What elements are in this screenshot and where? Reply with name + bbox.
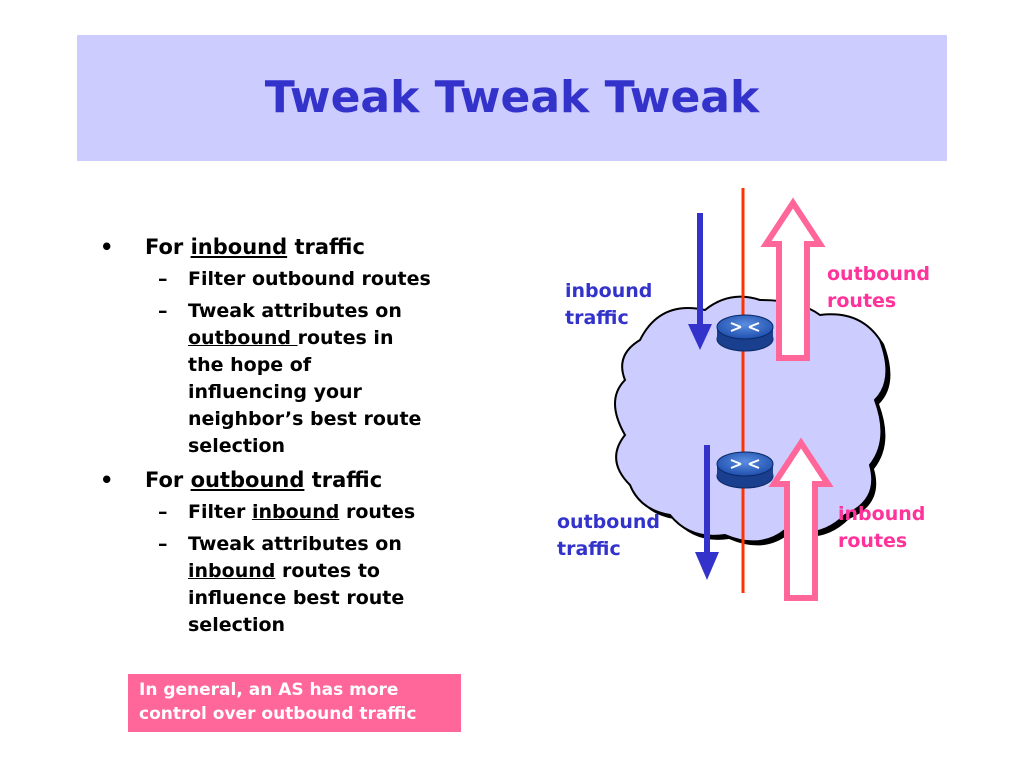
note-box: In general, an AS has more control over … [128, 674, 461, 732]
sub-bullet-emphasis: inbound [188, 560, 276, 582]
bullet-outbound-traffic: For outbound traffic [100, 465, 480, 495]
bullet-text: traffic [287, 235, 365, 259]
sub-bullet: Tweak attributes on outbound routes in t… [100, 298, 480, 460]
sub-bullet-line: neighbor’s best route [188, 408, 422, 430]
sub-bullet-text: routes [339, 501, 416, 523]
inbound-traffic-arrow [688, 213, 712, 350]
label-line: outbound [827, 263, 930, 285]
sub-bullet: Filter outbound routes [100, 266, 480, 293]
title-band: Tweak Tweak Tweak [77, 35, 947, 161]
sub-bullet-line: the hope of [188, 354, 312, 376]
router-icon [716, 314, 774, 352]
label-line: traffic [557, 538, 621, 560]
sub-bullet-line: inbound routes to [188, 558, 480, 585]
bullet-text: For [145, 235, 191, 259]
router-icon [716, 451, 774, 489]
bullet-text: traffic [304, 468, 383, 492]
inbound-routes-label: inbound routes [838, 501, 925, 555]
sub-bullet-line: selection [188, 435, 286, 457]
label-line: inbound [565, 280, 653, 302]
sub-bullet-line: influence best route [188, 587, 405, 609]
label-line: routes [827, 290, 897, 312]
sub-bullet-emphasis: inbound [251, 501, 340, 523]
sub-bullet-text: routes in [297, 327, 394, 349]
bullet-list: For inbound traffic Filter outbound rout… [100, 232, 480, 644]
label-line: traffic [565, 307, 629, 329]
outbound-traffic-label: outbound traffic [557, 509, 660, 563]
outbound-traffic-arrow [695, 445, 719, 580]
sub-bullet-line: influencing your [188, 381, 362, 403]
bullet-inbound-traffic: For inbound traffic [100, 232, 480, 262]
sub-bullet-line: selection [188, 614, 286, 636]
note-line: control over outbound traffic [139, 704, 417, 724]
label-line: routes [838, 530, 908, 552]
sub-bullet-text: routes to [275, 560, 380, 582]
bullet-text: For [145, 468, 191, 492]
label-line: outbound [557, 511, 660, 533]
sub-bullet: Tweak attributes on inbound routes to in… [100, 531, 480, 639]
sub-bullet-line: Tweak attributes on [188, 300, 402, 322]
label-line: inbound [838, 503, 926, 525]
sub-bullet-text: Filter [188, 501, 252, 523]
sub-bullet-emphasis: outbound [188, 327, 298, 349]
bullet-emphasis: outbound [190, 468, 305, 492]
sub-bullet: Filter inbound routes [100, 499, 480, 526]
sub-bullet-line: Tweak attributes on [188, 533, 402, 555]
outbound-routes-label: outbound routes [827, 261, 930, 315]
outbound-routes-arrow [760, 197, 826, 361]
note-line: In general, an AS has more [139, 680, 399, 700]
bullet-emphasis: inbound [190, 235, 288, 259]
inbound-traffic-label: inbound traffic [565, 278, 652, 332]
sub-bullet-line: outbound routes in [188, 325, 480, 352]
page-title: Tweak Tweak Tweak [264, 72, 760, 123]
inbound-routes-arrow [768, 437, 834, 601]
